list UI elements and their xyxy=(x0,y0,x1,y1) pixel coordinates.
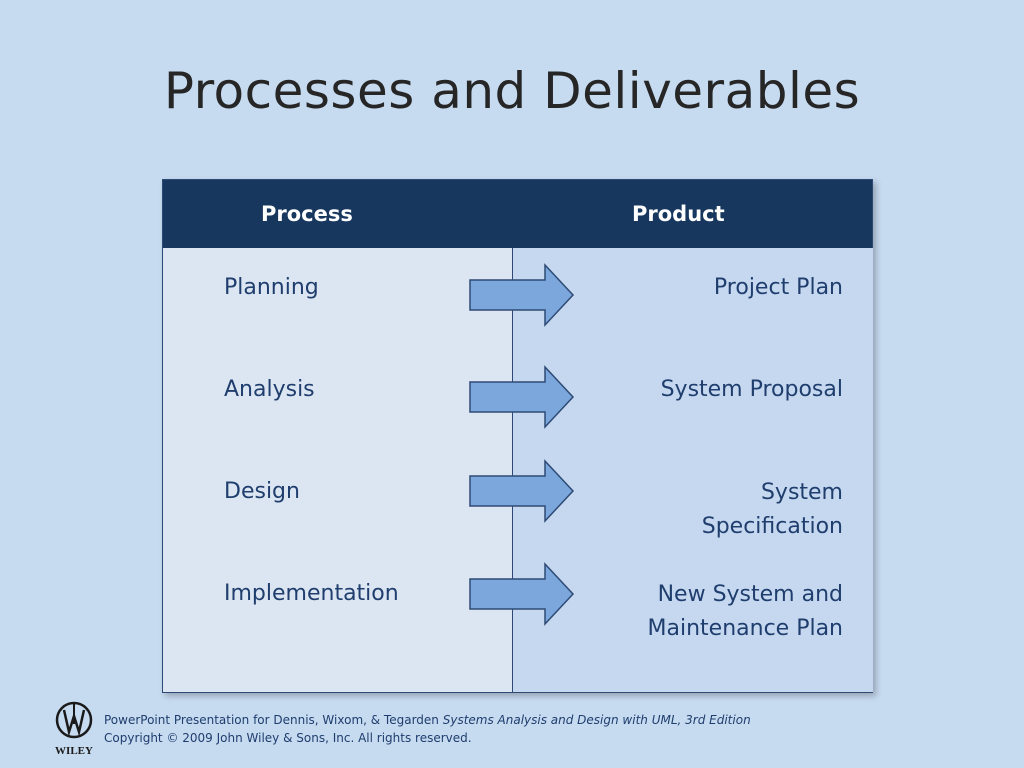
product-project-plan: Project Plan xyxy=(714,271,843,305)
slide-footer: PowerPoint Presentation for Dennis, Wixo… xyxy=(104,711,751,747)
product-system-specification: System Specification xyxy=(702,476,843,544)
right-arrow-icon xyxy=(469,459,575,523)
process-deliverables-table: Process Product Planning Analysis Design… xyxy=(162,179,873,693)
process-column: Planning Analysis Design Implementation xyxy=(163,248,512,692)
right-arrow-icon xyxy=(469,365,575,429)
right-arrow-icon xyxy=(469,263,575,327)
product-line: Project Plan xyxy=(713,275,843,300)
footer-citation: PowerPoint Presentation for Dennis, Wixo… xyxy=(104,711,751,729)
product-new-system-maintenance: New System and Maintenance Plan xyxy=(648,578,843,646)
product-line: System xyxy=(760,480,843,505)
product-line: Maintenance Plan xyxy=(647,616,843,641)
product-system-proposal: System Proposal xyxy=(661,373,843,407)
product-line: System Proposal xyxy=(660,377,843,402)
footer-book-title: Systems Analysis and Design with UML, 3r… xyxy=(442,713,751,727)
process-design: Design xyxy=(224,479,300,504)
right-arrow-icon xyxy=(469,562,575,626)
slide-title: Processes and Deliverables xyxy=(163,62,861,120)
product-line: Specification xyxy=(701,514,843,539)
footer-copyright: Copyright © 2009 John Wiley & Sons, Inc.… xyxy=(104,731,472,745)
product-column: Project Plan System Proposal System Spec… xyxy=(512,248,873,692)
wiley-logo-icon: WILEY xyxy=(55,701,93,757)
process-analysis: Analysis xyxy=(224,377,315,402)
process-column-header: Process xyxy=(261,202,353,226)
wiley-logo-text: WILEY xyxy=(55,745,93,757)
process-implementation: Implementation xyxy=(224,581,399,606)
footer-citation-prefix: PowerPoint Presentation for Dennis, Wixo… xyxy=(104,713,443,727)
product-column-header: Product xyxy=(632,202,725,226)
product-line: New System and xyxy=(657,582,843,607)
table-header: Process Product xyxy=(163,180,872,248)
process-planning: Planning xyxy=(224,275,319,300)
